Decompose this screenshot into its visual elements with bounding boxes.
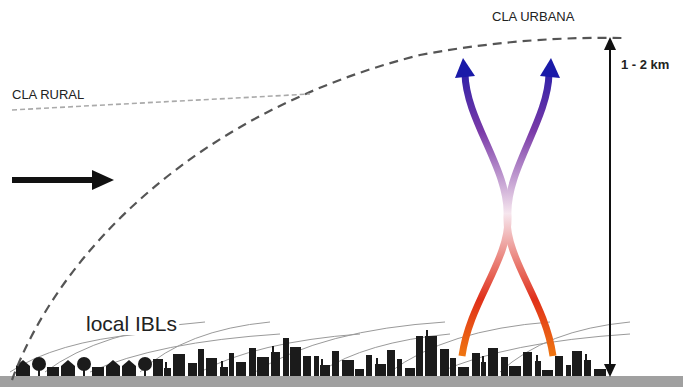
building-shape [450,358,456,376]
tree-trunk [144,368,146,376]
tree-trunk [38,368,40,376]
building-shape [153,359,163,376]
building-shape [320,365,330,376]
building-shape [481,362,486,376]
height-dimension-line [609,46,611,368]
dimension-arrowhead [604,37,616,50]
building-shape [314,356,319,376]
building-shape [164,368,171,376]
house-shape [92,367,104,376]
building-shape [440,349,449,376]
building-shape [572,351,582,376]
building-shape [535,361,541,376]
building-shape [566,365,571,376]
building-spire [426,330,428,336]
building-shape [220,367,228,376]
building-shape [173,354,185,376]
building-shape [584,360,591,376]
wind-arrowhead [92,170,114,190]
building-shape [387,350,395,376]
city-skyline [16,330,606,376]
urban-layer-label: CLA URBANA [490,10,576,24]
building-shape [397,359,402,376]
building-shape [332,351,339,376]
plume-arrowhead [455,58,475,78]
building-shape [290,347,301,376]
building-spire [221,361,223,367]
building-shape [257,357,269,376]
house-shape [47,367,59,376]
building-shape [375,364,386,376]
dimension-arrowhead [604,364,616,377]
house-shape [61,360,75,376]
plume-arrowhead [540,58,560,78]
building-shape [283,338,289,376]
building-shape [249,348,256,376]
house-shape [106,360,120,376]
building-shape [188,363,197,376]
building-shape [509,366,521,376]
building-shape [523,352,532,376]
building-shape [425,336,437,376]
building-spire [321,359,323,365]
building-shape [303,356,311,376]
building-shape [355,369,364,376]
building-spire [585,354,587,360]
building-shape [366,355,372,376]
rural-layer-label: CLA RURAL [10,88,86,102]
urban-boundary-layer-top [12,38,622,380]
building-shape [555,356,563,376]
house-shape [122,360,136,376]
building-shape [236,362,246,376]
thermal-plume-arrow [465,74,553,356]
building-spire [536,355,538,361]
building-shape [405,368,415,376]
building-shape [271,352,280,376]
building-shape [206,358,217,376]
tree-trunk [83,368,85,376]
building-shape [488,348,498,376]
height-dimension: 1 - 2 km [619,58,671,72]
ibl-label: local IBLs [84,312,179,335]
wind-arrow [12,177,95,183]
building-spire [376,358,378,364]
building-shape [416,336,423,376]
building-spire [482,356,484,362]
building-spire [165,362,167,368]
building-shape [342,360,354,376]
building-shape [501,357,508,376]
building-shape [198,349,204,376]
building-shape [472,353,480,376]
building-shape [229,353,234,376]
building-shape [542,370,553,376]
building-shape [594,369,606,376]
ground-bar [0,376,683,387]
building-shape [458,367,469,376]
building-spire [272,346,274,352]
